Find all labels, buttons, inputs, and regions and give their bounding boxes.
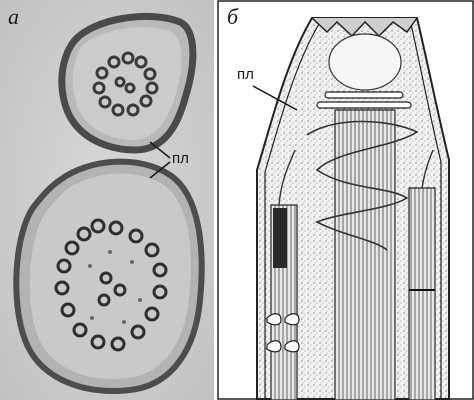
schematic-image (217, 0, 474, 400)
panel-a-label: пл (172, 150, 189, 167)
central-column (335, 110, 395, 400)
upper-cross-section (62, 16, 193, 150)
panel-b-letter: б (227, 4, 238, 30)
panel-b-drawing: б пл (217, 0, 474, 400)
top-vesicle (329, 34, 401, 90)
panel-a-letter: а (8, 4, 19, 30)
right-rod (409, 188, 435, 400)
left-rod-dark (273, 208, 287, 268)
micrograph-image (0, 0, 214, 400)
panel-a-micrograph: а пл (0, 0, 214, 400)
panel-b-label: пл (237, 66, 254, 83)
lower-cross-section (16, 162, 201, 391)
